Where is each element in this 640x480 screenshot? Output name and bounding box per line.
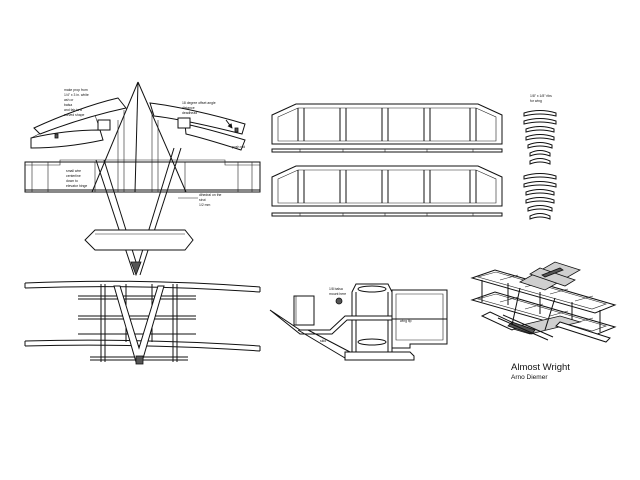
note-prop: make prop from 1/4" x 3 in. white ash or… — [64, 88, 89, 117]
svg-text:centerline: centerline — [66, 174, 81, 178]
svg-text:ash or: ash or — [64, 98, 74, 102]
note-elevator-angle: 18 degree offset angle distance deadhead — [182, 101, 216, 115]
left-elevator-top — [33, 97, 127, 135]
left-elevator-hinge — [97, 119, 111, 131]
svg-text:for wing: for wing — [530, 99, 542, 103]
rib-set: 1/8" x 1/8" ribs for wing — [523, 94, 557, 220]
svg-text:dihedral on the: dihedral on the — [199, 193, 222, 197]
right-elevator — [149, 102, 246, 135]
note-strut: dihedral on the strut 1/2 mm — [199, 193, 222, 207]
plan-author: Arno Diemer — [511, 374, 548, 381]
svg-text:1/2 mm: 1/2 mm — [199, 203, 210, 207]
svg-text:small wire: small wire — [66, 169, 81, 173]
wing-panels — [271, 103, 503, 217]
svg-text:balsa: balsa — [64, 103, 72, 107]
plan-view — [24, 280, 261, 365]
note-center: small wire centerline down to elevator h… — [66, 169, 87, 188]
svg-text:elevator hinge: elevator hinge — [66, 184, 87, 188]
left-elevator — [30, 129, 104, 149]
svg-text:18 degree offset angle: 18 degree offset angle — [182, 101, 216, 105]
svg-text:down to: down to — [66, 179, 78, 183]
plan-title: Almost Wright — [511, 362, 570, 373]
note-skid: skid — [320, 339, 326, 343]
svg-text:curved shape: curved shape — [64, 113, 84, 117]
upper-wing-panel — [271, 103, 503, 145]
svg-text:distance: distance — [182, 106, 195, 110]
front-view: make prop from 1/4" x 3 in. white ash or… — [24, 81, 261, 277]
svg-text:strut: strut — [199, 198, 206, 202]
svg-text:1/4" x 3 in. white: 1/4" x 3 in. white — [64, 93, 89, 97]
svg-text:mount here: mount here — [329, 292, 346, 296]
note-wing-tip: wing tip — [400, 319, 412, 323]
svg-text:deadhead: deadhead — [182, 111, 197, 115]
isometric-view — [470, 261, 617, 343]
side-view: 1/8 balsa mount here skid wing tip — [269, 283, 448, 361]
upper-spar — [271, 148, 503, 153]
lower-wing-panel — [271, 165, 503, 207]
front-wing — [24, 161, 261, 193]
svg-text:and fair to a: and fair to a — [64, 108, 82, 112]
svg-text:make prop from: make prop from — [64, 88, 88, 92]
plan-view-v-strut — [113, 285, 165, 363]
note-rod: push rod — [232, 145, 245, 149]
svg-text:1/8 balsa: 1/8 balsa — [329, 287, 343, 291]
rudder — [84, 229, 194, 251]
right-elevator-hinge — [177, 117, 191, 129]
side-view-axle — [335, 297, 343, 305]
lower-spar — [271, 212, 503, 217]
svg-text:1/8" x 1/8" ribs: 1/8" x 1/8" ribs — [530, 94, 552, 98]
note-side-left: 1/8 balsa mount here — [329, 287, 346, 296]
